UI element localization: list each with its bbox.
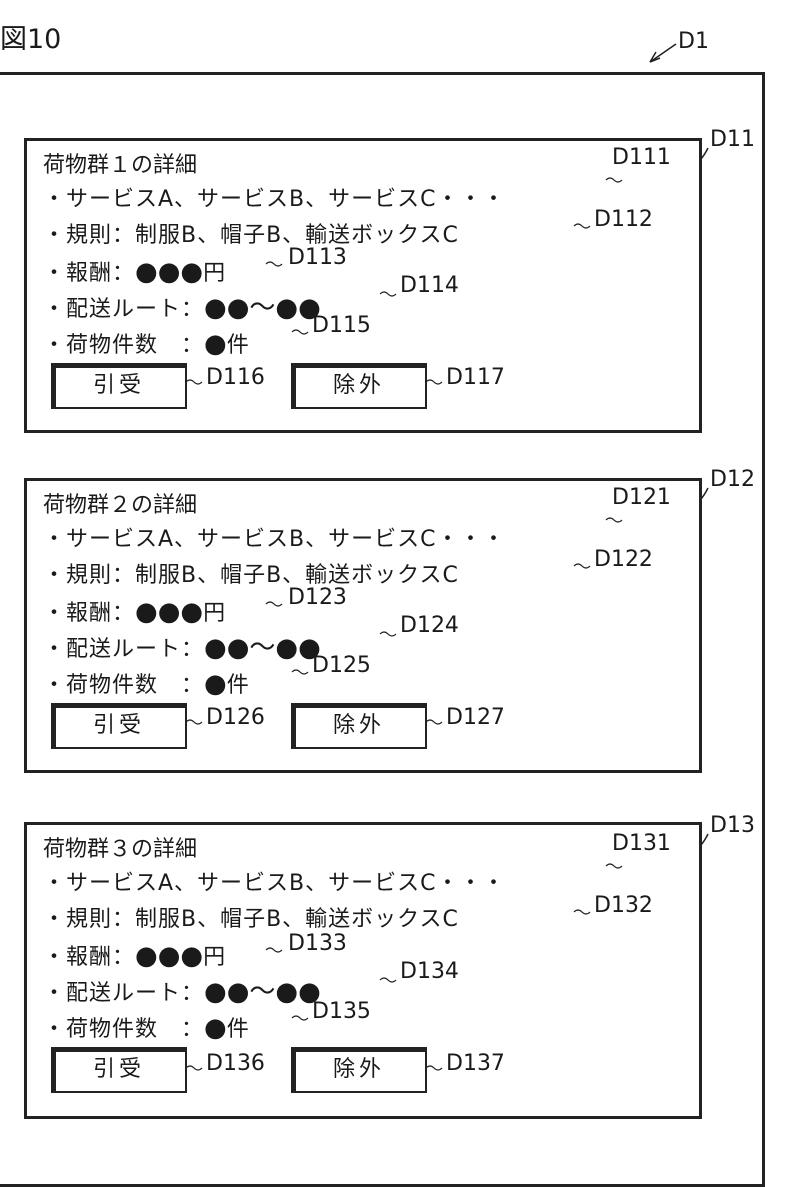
reward-ref: D133 <box>288 932 347 956</box>
count-ref: D115 <box>312 314 371 338</box>
accept-button[interactable]: 引受 <box>51 703 187 749</box>
rules-ref: D122 <box>594 548 653 572</box>
exclude-ref: D117 <box>446 366 505 390</box>
route-line: ・配送ルート：●●〜●● <box>43 635 321 663</box>
rules-ref: D112 <box>594 208 653 232</box>
rules-line: ・規則：制服B、帽子B、輸送ボックスC <box>43 563 459 589</box>
accept-ref: D136 <box>206 1052 265 1076</box>
exclude-ref: D137 <box>446 1052 505 1076</box>
count-label: ・荷物件数 ： <box>43 1017 204 1042</box>
route-ref: D114 <box>400 274 459 298</box>
reward-line: ・報酬：●●●円 <box>43 943 226 971</box>
card-title: 荷物群２の詳細 <box>43 493 197 519</box>
figure-label: 図10 <box>0 24 61 56</box>
rules-ref: D132 <box>594 894 653 918</box>
parcel-group-card-1: 荷物群１の詳細 ・サービスA、サービスB、サービスC・・・ ・規則：制服B、帽子… <box>24 138 702 433</box>
card-title: 荷物群３の詳細 <box>43 837 197 863</box>
reward-ref: D113 <box>288 246 347 270</box>
reward-unit: 円 <box>203 945 226 970</box>
reward-unit: 円 <box>203 261 226 286</box>
count-value: ● <box>204 669 227 699</box>
count-unit: 件 <box>227 333 250 358</box>
route-line: ・配送ルート：●●〜●● <box>43 979 321 1007</box>
exclude-button[interactable]: 除外 <box>291 703 427 749</box>
count-value: ● <box>204 329 227 359</box>
screen-ref: D1 <box>678 30 709 54</box>
rules-line: ・規則：制服B、帽子B、輸送ボックスC <box>43 223 459 249</box>
title-ref: D111 <box>612 146 671 170</box>
card-title: 荷物群１の詳細 <box>43 153 197 179</box>
rules-line: ・規則：制服B、帽子B、輸送ボックスC <box>43 907 459 933</box>
count-label: ・荷物件数 ： <box>43 333 204 358</box>
route-label: ・配送ルート： <box>43 981 204 1006</box>
screen-leader-arrow <box>650 52 660 62</box>
accept-button[interactable]: 引受 <box>51 363 187 409</box>
screen-leader <box>650 44 676 62</box>
accept-ref: D126 <box>206 706 265 730</box>
exclude-button[interactable]: 除外 <box>291 363 427 409</box>
route-value: ●●〜●● <box>204 633 321 663</box>
count-line: ・荷物件数 ：●件 <box>43 671 250 699</box>
exclude-ref: D127 <box>446 706 505 730</box>
reward-unit: 円 <box>203 601 226 626</box>
count-label: ・荷物件数 ： <box>43 673 204 698</box>
reward-line: ・報酬：●●●円 <box>43 599 226 627</box>
reward-label: ・報酬： <box>43 945 135 970</box>
accept-ref: D116 <box>206 366 265 390</box>
route-label: ・配送ルート： <box>43 297 204 322</box>
reward-value: ●●● <box>135 941 203 971</box>
count-ref: D135 <box>312 1000 371 1024</box>
card-ref: D11 <box>710 128 755 152</box>
count-unit: 件 <box>227 1017 250 1042</box>
exclude-button[interactable]: 除外 <box>291 1047 427 1093</box>
reward-value: ●●● <box>135 597 203 627</box>
count-value: ● <box>204 1013 227 1043</box>
parcel-group-card-2: 荷物群２の詳細 ・サービスA、サービスB、サービスC・・・ ・規則：制服B、帽子… <box>24 478 702 773</box>
count-ref: D125 <box>312 654 371 678</box>
reward-line: ・報酬：●●●円 <box>43 259 226 287</box>
card-ref: D13 <box>710 814 755 838</box>
services-line: ・サービスA、サービスB、サービスC・・・ <box>43 871 506 897</box>
reward-label: ・報酬： <box>43 601 135 626</box>
route-line: ・配送ルート：●●〜●● <box>43 295 321 323</box>
route-ref: D134 <box>400 960 459 984</box>
parcel-group-card-3: 荷物群３の詳細 ・サービスA、サービスB、サービスC・・・ ・規則：制服B、帽子… <box>24 822 702 1119</box>
count-line: ・荷物件数 ：●件 <box>43 1015 250 1043</box>
route-value: ●●〜●● <box>204 977 321 1007</box>
count-line: ・荷物件数 ：●件 <box>43 331 250 359</box>
accept-button[interactable]: 引受 <box>51 1047 187 1093</box>
route-ref: D124 <box>400 614 459 638</box>
services-line: ・サービスA、サービスB、サービスC・・・ <box>43 187 506 213</box>
card-ref: D12 <box>710 468 755 492</box>
route-label: ・配送ルート： <box>43 637 204 662</box>
services-line: ・サービスA、サービスB、サービスC・・・ <box>43 527 506 553</box>
route-value: ●●〜●● <box>204 293 321 323</box>
reward-value: ●●● <box>135 257 203 287</box>
title-ref: D131 <box>612 832 671 856</box>
title-ref: D121 <box>612 486 671 510</box>
count-unit: 件 <box>227 673 250 698</box>
reward-label: ・報酬： <box>43 261 135 286</box>
reward-ref: D123 <box>288 586 347 610</box>
